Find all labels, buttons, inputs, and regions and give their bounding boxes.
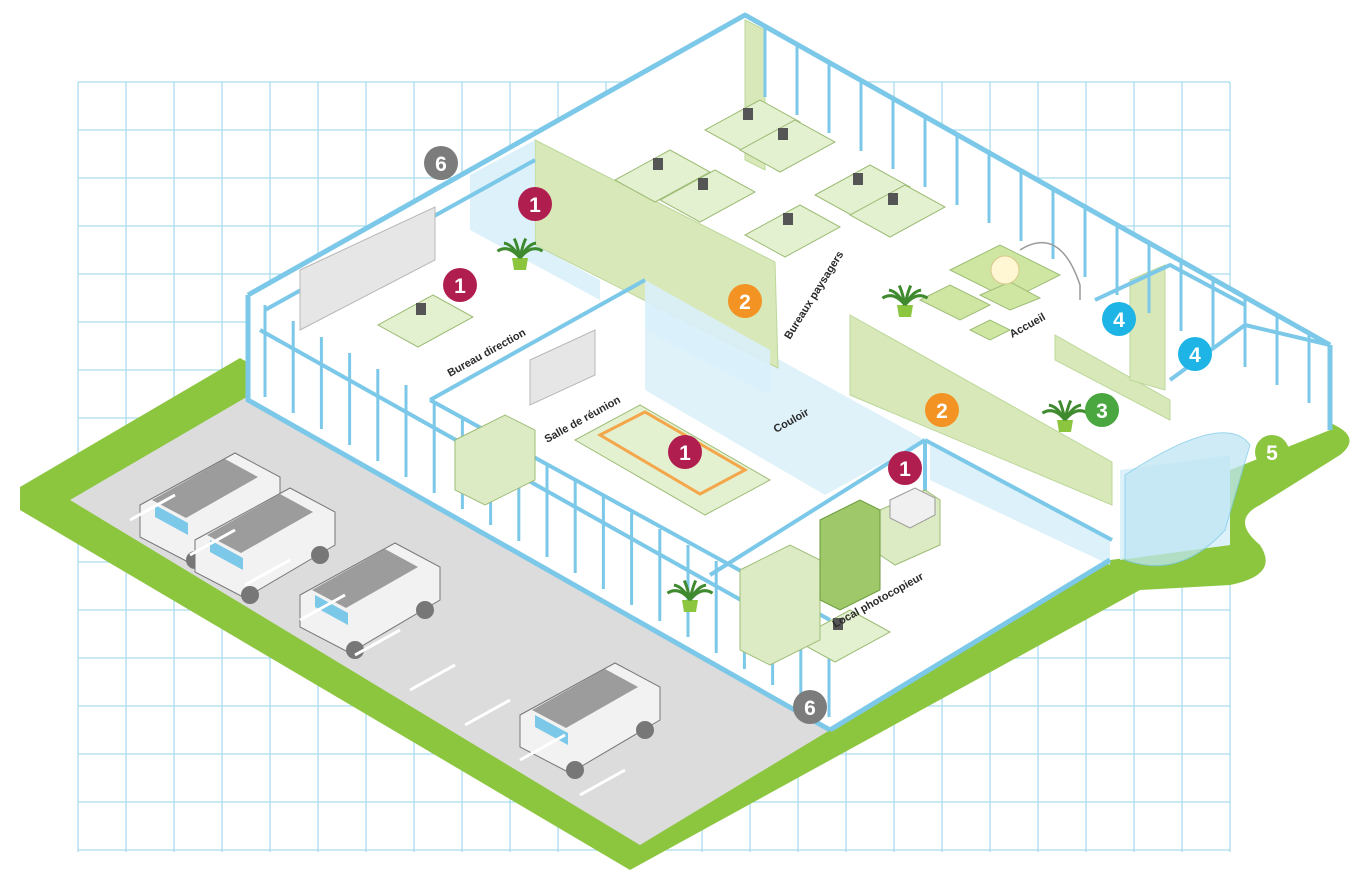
car-wheel — [241, 586, 259, 604]
car-windshield — [315, 595, 348, 625]
monitor — [888, 193, 898, 205]
marker-6-facade-top: 6 — [424, 146, 458, 180]
marker-6-facade-bottom: 6 — [793, 690, 827, 724]
lamp-arc — [1019, 241, 1081, 300]
car-roof — [152, 459, 258, 518]
svg-text:4: 4 — [1189, 344, 1201, 367]
svg-text:5: 5 — [1266, 442, 1278, 465]
monitor — [778, 128, 788, 140]
marker-1-local-photocopieur: 1 — [888, 451, 922, 485]
svg-text:2: 2 — [739, 291, 751, 314]
car-wheel — [311, 546, 329, 564]
svg-text:6: 6 — [435, 153, 447, 176]
lamp-globe — [990, 255, 1020, 285]
svg-text:4: 4 — [1113, 309, 1125, 332]
marker-4-sanitary-left: 4 — [1102, 302, 1136, 336]
car-windshield — [155, 505, 188, 535]
svg-text:1: 1 — [679, 442, 691, 465]
svg-text:3: 3 — [1096, 400, 1108, 423]
car-wheel — [566, 761, 584, 779]
car-wheel — [636, 721, 654, 739]
car-roof — [207, 494, 313, 553]
monitor — [833, 618, 843, 630]
plant-leaf — [903, 294, 929, 306]
desk — [658, 169, 757, 223]
marker-2-open-space-partition: 2 — [728, 284, 762, 318]
monitor — [416, 303, 426, 315]
monitor — [653, 158, 663, 170]
parking-stripes — [129, 493, 626, 797]
partition-walls — [534, 19, 1171, 506]
outer-walls — [245, 12, 1333, 733]
monitor — [743, 108, 753, 120]
marker-4-sanitary-right: 4 — [1178, 337, 1212, 371]
desk — [848, 184, 947, 238]
desk — [743, 204, 842, 258]
desk — [376, 294, 475, 348]
monitor — [698, 178, 708, 190]
desk — [738, 119, 837, 173]
svg-text:1: 1 — [899, 458, 911, 481]
car-wheel — [346, 641, 364, 659]
entrance-door — [1124, 432, 1251, 567]
marker-2-corridor-partition: 2 — [925, 393, 959, 427]
server-rack — [819, 499, 881, 611]
desk — [813, 164, 912, 218]
parked-cars — [139, 452, 661, 779]
marker-1-bureau-direction: 1 — [443, 268, 477, 302]
car-wheel — [416, 601, 434, 619]
desk — [613, 149, 712, 203]
svg-text:6: 6 — [804, 697, 816, 720]
svg-text:1: 1 — [454, 275, 466, 298]
marker-1-bureau-plant: 1 — [518, 187, 552, 221]
svg-text:2: 2 — [936, 400, 948, 423]
marker-3-plant: 3 — [1085, 393, 1119, 427]
car-roof — [532, 669, 638, 728]
marker-5-entrance: 5 — [1255, 435, 1289, 469]
desk — [793, 609, 892, 663]
svg-text:1: 1 — [529, 194, 541, 217]
marker-1-salle-reunion: 1 — [668, 435, 702, 469]
plant-pot — [682, 600, 698, 612]
plant-leaf — [688, 589, 714, 601]
car-windshield — [210, 540, 243, 570]
plants — [496, 237, 1089, 612]
desk — [703, 99, 802, 153]
monitor — [853, 173, 863, 185]
plant-leaf — [518, 247, 544, 259]
monitor — [783, 213, 793, 225]
photocopier — [889, 487, 936, 529]
plant-pot — [897, 305, 913, 317]
desks — [376, 99, 947, 663]
plant-pot — [1057, 420, 1073, 432]
plant-pot — [512, 258, 528, 270]
car-roof — [312, 549, 418, 608]
whiteboards — [299, 206, 596, 406]
